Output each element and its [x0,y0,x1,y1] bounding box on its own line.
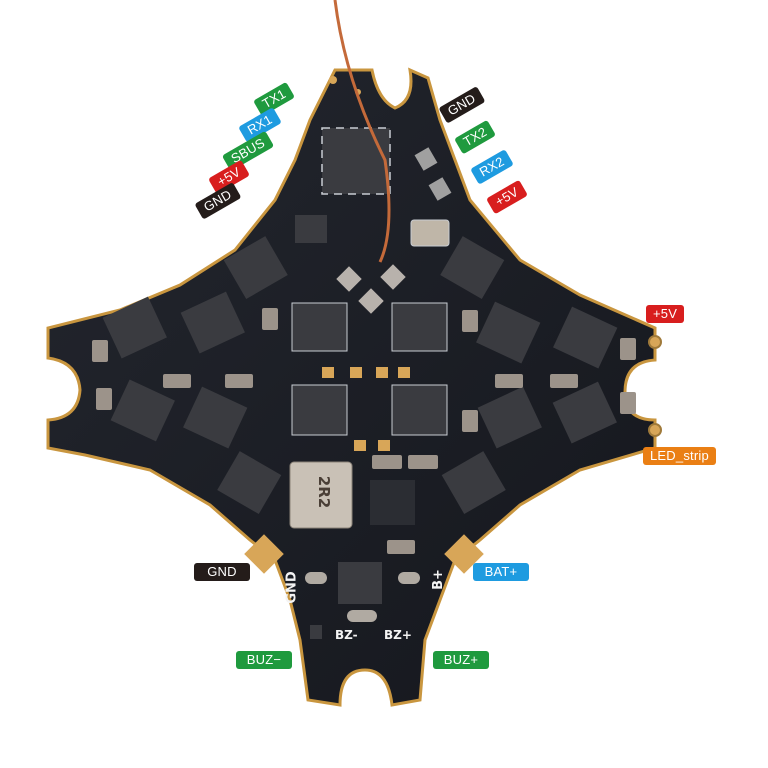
silk-inductor: 2R2 [315,475,334,509]
inductor [289,461,353,529]
label-led-strip: LED_strip [643,447,716,465]
label-buz-plus: BUZ+ [433,651,489,669]
mcu-chip [291,384,348,436]
antenna-wire [333,0,391,263]
board-outline [46,67,657,707]
silk-bz-plus: BZ+ [384,628,412,642]
label-buz-minus: BUZ− [236,651,292,669]
label-5v-led: +5V [646,305,685,323]
mcu-chip [291,302,348,352]
receiver-chip [321,127,391,195]
label-gnd-bottom: GND [194,563,250,581]
mcu-chip [391,384,448,436]
mcu-chip [391,302,448,352]
silk-bz-minus: BZ- [335,628,358,642]
silk-gnd: GND [284,571,300,604]
label-bat-plus: BAT+ [473,563,529,581]
silk-bplus: B+ [430,569,446,590]
